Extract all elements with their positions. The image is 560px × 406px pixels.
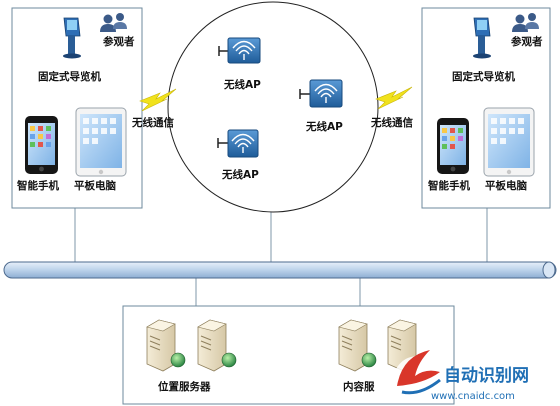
watermark-logo: 自动识别网 www.cnaidc.com <box>394 350 529 402</box>
visitors-icon <box>512 13 539 32</box>
globe-icon <box>361 352 377 368</box>
visitor-label: 参观者 <box>103 35 135 48</box>
ap-label: 无线AP <box>223 78 261 91</box>
wireless-coverage-circle <box>167 1 379 213</box>
ap-label: 无线AP <box>221 168 259 181</box>
connection-lines <box>74 208 488 306</box>
phone-label: 智能手机 <box>16 179 59 192</box>
visitor-label: 参观者 <box>511 35 543 48</box>
tablet-icon <box>483 107 535 177</box>
phone-label: 智能手机 <box>427 179 470 192</box>
server-icon <box>197 319 227 372</box>
tablet-label: 平板电脑 <box>485 179 527 192</box>
wireless-comm-label-right: 无线通信 <box>370 116 413 129</box>
watermark-title: 自动识别网 <box>444 365 529 386</box>
tablet-label: 平板电脑 <box>74 179 116 192</box>
wireless-ap-icon <box>217 129 259 158</box>
smartphone-icon <box>25 116 58 174</box>
kiosk-icon <box>63 17 81 59</box>
wireless-comm-label-left: 无线通信 <box>131 116 174 129</box>
kiosk-label: 固定式导览机 <box>452 70 515 83</box>
content-server-label: 内容服 <box>343 380 375 393</box>
globe-icon <box>221 352 237 368</box>
lightning-bolt-icon <box>139 88 177 112</box>
visitors-icon <box>100 13 127 32</box>
wireless-ap-icon <box>299 79 343 108</box>
location-server-label: 位置服务器 <box>158 380 211 393</box>
ap-label: 无线AP <box>305 120 343 133</box>
smartphone-icon <box>437 118 469 174</box>
server-icon <box>146 319 176 372</box>
kiosk-label: 固定式导览机 <box>38 70 101 83</box>
tablet-icon <box>75 107 127 177</box>
right-terminal-panel: 参观者 固定式导览机 智能手机 平板电脑 <box>421 7 551 209</box>
server-icon <box>338 319 368 372</box>
watermark-url: www.cnaidc.com <box>431 391 515 402</box>
globe-icon <box>170 352 186 368</box>
left-terminal-panel: 参观者 固定式导览机 智能手机 平板电脑 <box>11 7 143 209</box>
kiosk-icon <box>473 17 491 59</box>
network-bus <box>3 261 557 279</box>
wireless-ap-icon <box>218 37 261 64</box>
lightning-bolt-icon <box>375 86 413 110</box>
